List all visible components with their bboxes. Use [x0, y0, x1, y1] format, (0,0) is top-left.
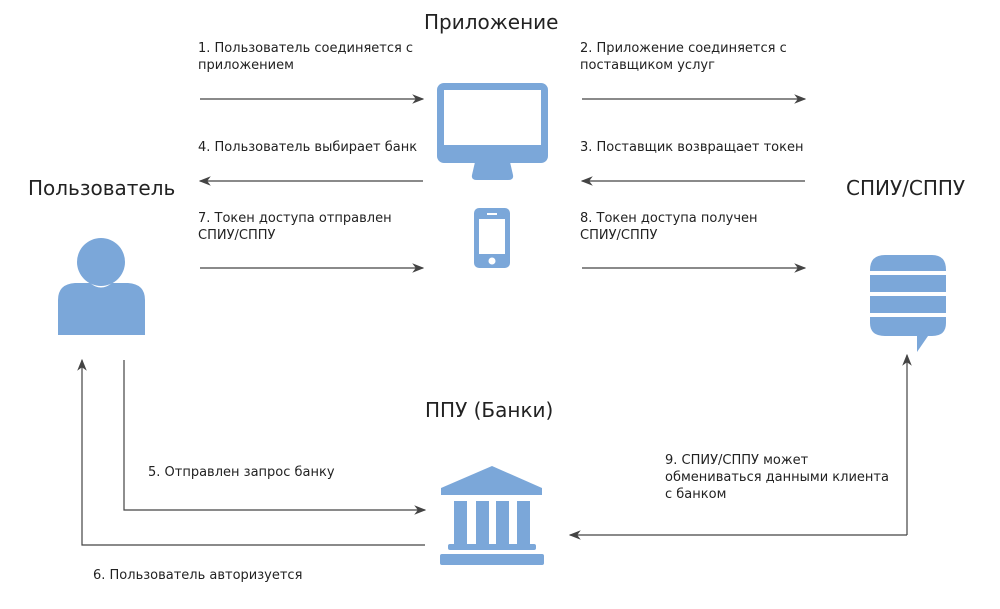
- user-icon: [58, 238, 145, 335]
- arrow-step-5: [123, 360, 427, 515]
- node-banks-title: ППУ (Банки): [425, 398, 554, 422]
- node-provider-title: СПИУ/СППУ: [846, 176, 966, 200]
- step-3-label: 3. Поставщик возвращает токен: [580, 140, 804, 155]
- monitor-icon: [437, 83, 548, 180]
- bank-icon: [440, 466, 544, 565]
- provider-chat-icon: [868, 255, 948, 352]
- node-app-title: Приложение: [424, 10, 559, 34]
- node-user-title: Пользователь: [28, 176, 176, 200]
- step-6-label: 6. Пользователь авторизуется: [93, 568, 303, 583]
- step-4-label: 4. Пользователь выбирает банк: [198, 140, 418, 155]
- step-5-label: 5. Отправлен запрос банку: [148, 465, 335, 480]
- arrow-step-6: [77, 358, 425, 546]
- phone-icon: [474, 208, 510, 268]
